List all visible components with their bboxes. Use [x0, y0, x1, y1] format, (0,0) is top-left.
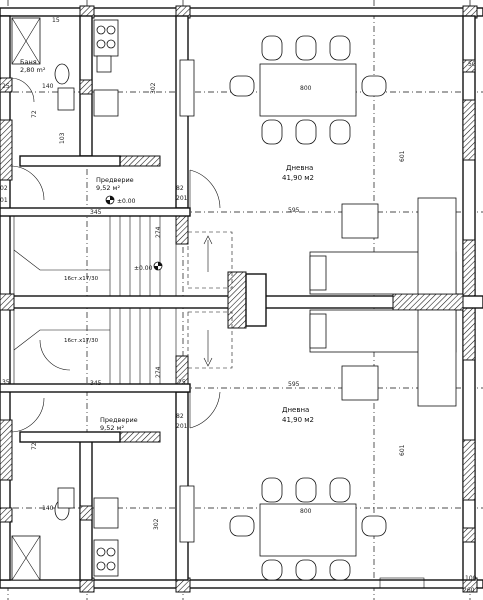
dim-edge-c: 35 [2, 379, 10, 386]
dim-stair-top: 274 [155, 226, 162, 238]
bathroom-fixtures-top [11, 17, 119, 117]
cabinet-marks [179, 59, 425, 589]
stair-label-bottom: 16ст.х17/30 [64, 338, 99, 344]
dim-right-top: 601 [399, 150, 406, 162]
dim-door-bottom-b: 201 [176, 423, 188, 430]
dim-hall-top: 345 [90, 209, 102, 216]
stair-label-top: 16ст.х17/30 [64, 276, 99, 282]
room-area-hall-top: 9,52 м² [96, 184, 120, 192]
room-area-hall-bottom: 9,52 м² [100, 424, 124, 432]
dim-small-d: 25 [2, 83, 10, 90]
dim-right-bottom: 601 [399, 444, 406, 456]
dim-stair-bottom: 274 [155, 366, 162, 378]
bathroom-fixtures-bottom [11, 487, 119, 581]
dim-door-top-a: 82 [176, 185, 184, 192]
room-name-living-top: Дневна [286, 164, 313, 172]
dim-span-bottom: 595 [288, 381, 300, 388]
room-name-bath-top: Баня [20, 58, 37, 66]
dim-table-bottom: 800 [300, 508, 312, 515]
room-area-bath-top: 2,80 m² [20, 66, 46, 74]
dim-edge-e: 50 [468, 61, 476, 68]
doors [9, 77, 221, 433]
dim-hall-bottom: 345 [90, 380, 102, 387]
dining-table-top [229, 35, 387, 145]
dim-bath-a: 140 [42, 83, 54, 90]
dim-bath-b: 140 [42, 505, 54, 512]
dim-edge-d: 15 [52, 17, 60, 24]
dining-table-bottom [229, 477, 387, 581]
stairs [13, 215, 177, 385]
stair-treads [119, 216, 233, 384]
dim-table-top: 800 [300, 85, 312, 92]
central-wall [0, 271, 483, 329]
dim-small-g: 260 [463, 587, 475, 594]
room-name-living-bottom: Дневна [282, 406, 309, 414]
dim-small-f: 100 [465, 575, 477, 582]
dim-door-top-b: 201 [176, 195, 188, 202]
elevation-marker-top [105, 195, 115, 205]
dim-small-a: 72 [31, 110, 38, 118]
dim-height-top: 302 [150, 82, 157, 94]
dim-edge-a: 02 [0, 185, 8, 192]
dim-door-bottom-a: 82 [176, 413, 184, 420]
room-name-hall-top: Предверие [96, 176, 134, 184]
elevation-label-stair: ±0.00 [134, 265, 153, 272]
sofa-bottom [309, 309, 457, 407]
room-area-living-bottom: 41,90 м2 [282, 416, 314, 424]
dim-span-top: 595 [288, 207, 300, 214]
elevation-marker-stair [153, 261, 163, 271]
room-area-living-top: 41,90 м2 [282, 174, 314, 182]
dim-small-b: 72 [31, 442, 38, 450]
dim-small-c: 103 [59, 132, 66, 144]
dim-edge-b: 01 [0, 197, 8, 204]
dim-small-e: 25 [178, 379, 186, 386]
hall-walls [0, 15, 191, 581]
sofa-top [309, 197, 457, 295]
elevation-label-top: ±0.00 [117, 198, 136, 205]
room-name-hall-bottom: Предверие [100, 416, 138, 424]
dim-height-bottom: 302 [153, 518, 160, 530]
